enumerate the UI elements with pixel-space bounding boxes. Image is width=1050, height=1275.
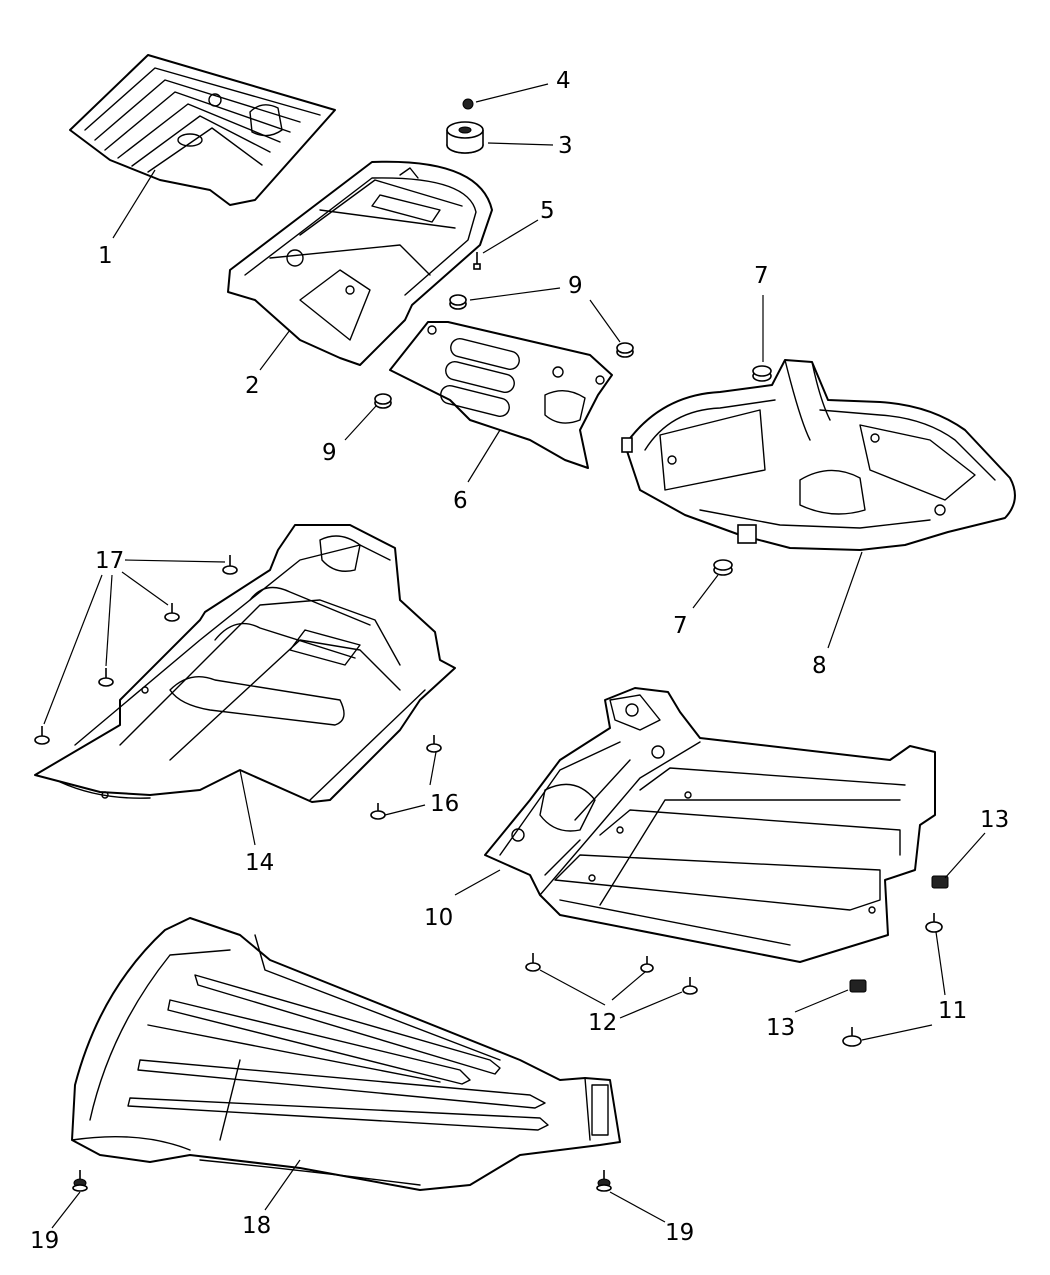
callout-17: 17	[95, 548, 124, 574]
part-13-clip	[849, 979, 867, 993]
part-16-bolt	[370, 803, 386, 820]
part-11-bolt	[842, 1027, 862, 1047]
part-13-clip	[931, 875, 949, 889]
callout-18: 18	[242, 1213, 271, 1239]
callout-1: 1	[98, 243, 113, 269]
part-17-bolt	[164, 603, 180, 622]
callout-7-upper: 7	[754, 263, 769, 289]
callout-19-left: 19	[30, 1228, 59, 1254]
part-2-skid-plate	[227, 160, 493, 366]
part-11-bolt	[925, 913, 943, 933]
part-3-isolator	[446, 121, 484, 154]
callout-9-right: 9	[568, 273, 583, 299]
part-19-bolt	[72, 1170, 88, 1192]
part-4-nut	[462, 98, 474, 110]
callout-10: 10	[424, 905, 453, 931]
part-17-bolt	[34, 726, 50, 745]
leader-lines	[43, 83, 986, 1229]
part-19-bolt	[596, 1170, 612, 1192]
callout-12: 12	[588, 1010, 617, 1036]
callout-8: 8	[812, 653, 827, 679]
part-12-bolt	[525, 953, 541, 972]
part-9-grommet	[616, 342, 634, 358]
callout-9-left: 9	[322, 440, 337, 466]
part-9-grommet	[449, 294, 467, 310]
part-7-grommet	[752, 365, 772, 382]
part-16-bolt	[426, 735, 442, 753]
part-18-skid-plate	[71, 917, 621, 1191]
callout-4: 4	[556, 68, 571, 94]
callout-7-lower: 7	[673, 613, 688, 639]
callout-3: 3	[558, 133, 573, 159]
part-8-skid-plate	[621, 359, 1016, 551]
part-17-bolt	[98, 668, 114, 687]
callout-19-right: 19	[665, 1220, 694, 1246]
part-12-bolt	[640, 956, 654, 973]
part-1-skid-plate	[69, 54, 336, 206]
callout-labels: 1 2 3 4 5 6 7 7 8 9 9 10 11 12 13 13 14 …	[30, 68, 1009, 1254]
callout-5: 5	[540, 198, 555, 224]
part-9-grommet	[374, 393, 392, 409]
part-10-skid-plate	[484, 687, 936, 963]
callout-13-upper: 13	[980, 807, 1009, 833]
callout-6: 6	[453, 488, 468, 514]
callout-2: 2	[245, 373, 260, 399]
part-6-bracket	[389, 321, 613, 469]
callout-14: 14	[245, 850, 274, 876]
part-7-grommet	[713, 559, 733, 576]
callout-11: 11	[938, 998, 967, 1024]
callout-16: 16	[430, 791, 459, 817]
callout-13-lower: 13	[766, 1015, 795, 1041]
part-5-bolt	[473, 252, 481, 270]
part-14-skid-plate	[34, 524, 456, 803]
part-12-bolt	[682, 977, 698, 995]
part-17-bolt	[222, 555, 238, 575]
